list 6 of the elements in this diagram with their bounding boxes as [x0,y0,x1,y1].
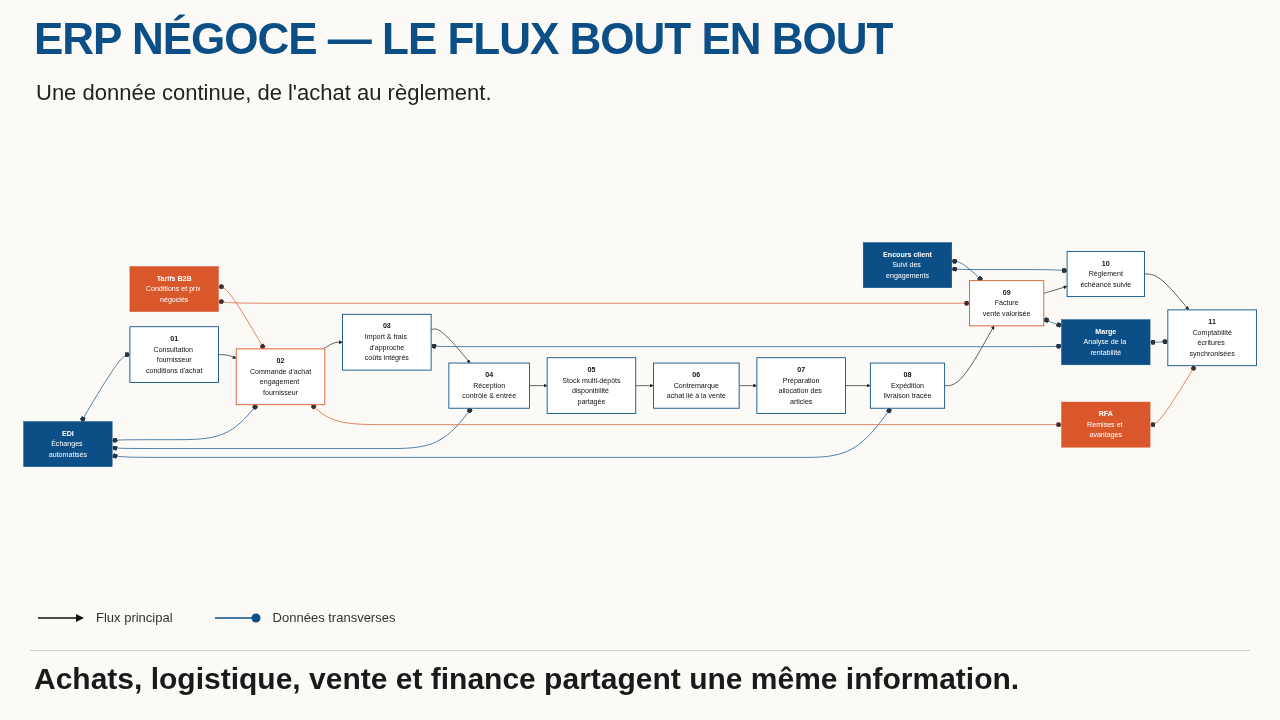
caption: Achats, logistique, vente et finance partagent une même information. [34,662,1020,696]
title: ERP NÉGOCE — LE FLUX BOUT EN BOUT [34,14,893,64]
legend-label: Flux principal [96,610,173,625]
subtitle: Une donnée continue, de l'achat au règlement. [36,80,492,106]
connector [1149,339,1169,346]
legend-label: Données transverses [272,610,396,625]
